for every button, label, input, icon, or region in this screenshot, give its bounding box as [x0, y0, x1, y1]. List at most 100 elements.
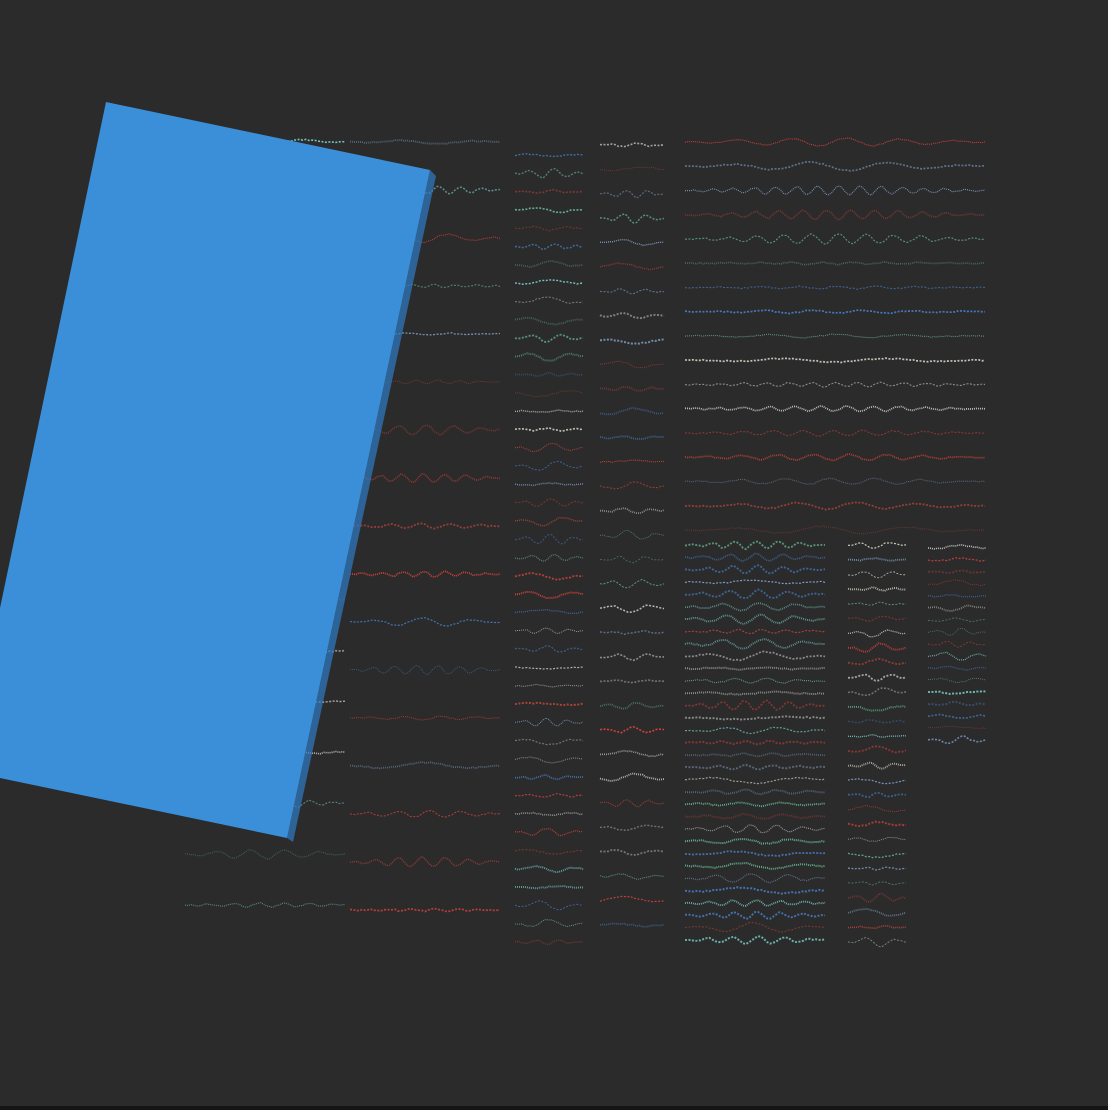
waveform-column-2 — [349, 138, 501, 913]
waveform-stroke — [514, 756, 584, 764]
waveform-stroke — [184, 189, 346, 197]
waveform-stroke — [349, 907, 501, 913]
waveform-stroke — [599, 653, 665, 662]
waveform-stroke — [847, 687, 907, 696]
waveform-stroke — [847, 586, 907, 592]
waveform-stroke — [684, 501, 986, 511]
waveform-stroke — [514, 333, 584, 343]
waveform-stroke — [514, 482, 584, 487]
waveform-stroke — [349, 570, 501, 578]
waveform-stroke — [847, 866, 907, 871]
waveform-stroke — [684, 381, 986, 388]
waveform-stroke — [184, 493, 346, 503]
waveform-stroke — [684, 453, 986, 462]
waveform-stroke — [684, 357, 986, 364]
waveform-stroke — [515, 517, 584, 527]
waveform-stroke — [847, 820, 907, 828]
waveform-stroke — [684, 525, 986, 535]
waveform-stroke — [599, 824, 665, 832]
waveform-stroke — [514, 609, 584, 615]
waveform-stroke — [684, 801, 826, 808]
waveform-stroke — [599, 312, 665, 320]
waveform-column-1 — [184, 138, 346, 909]
waveform-stroke — [514, 811, 584, 817]
waveform-stroke — [184, 749, 346, 756]
waveform-stroke — [349, 855, 501, 868]
waveform-stroke — [684, 862, 826, 870]
waveform-stroke — [184, 342, 346, 349]
waveform-stroke — [684, 666, 826, 671]
waveform-stroke — [599, 630, 665, 636]
waveform-stroke — [599, 407, 665, 416]
waveform-stroke — [599, 262, 665, 271]
waveform-stroke — [684, 160, 986, 172]
waveform-stroke — [684, 209, 986, 221]
waveform-stroke — [184, 849, 346, 860]
waveform-stroke — [927, 735, 987, 745]
waveform-stroke — [599, 873, 665, 880]
waveform-stroke — [684, 776, 826, 785]
waveform-stroke — [927, 579, 987, 586]
waveform-stroke — [847, 705, 907, 712]
waveform-stroke — [847, 657, 907, 666]
waveform-stroke — [184, 544, 346, 554]
waveform-stroke — [684, 552, 826, 562]
waveform-stroke — [684, 739, 826, 746]
waveform-stroke — [684, 763, 826, 771]
waveform-stroke — [600, 360, 665, 369]
waveform-stroke — [515, 371, 584, 378]
waveform-stroke — [185, 698, 346, 705]
waveform-stroke — [927, 713, 987, 719]
waveform-stroke — [599, 212, 665, 224]
waveform-stroke — [349, 233, 501, 243]
waveform-stroke — [514, 900, 584, 911]
waveform-stroke — [184, 646, 346, 656]
waveform-stroke — [185, 798, 346, 809]
waveform-stroke — [847, 937, 907, 948]
waveform-stroke — [684, 873, 826, 884]
waveform-stroke — [514, 409, 584, 413]
waveform-stroke — [349, 332, 501, 336]
waveform-stroke — [847, 892, 907, 904]
waveform-stroke — [184, 392, 346, 400]
waveform-stroke — [684, 850, 826, 857]
waveform-stroke — [514, 533, 584, 545]
waveform-stroke — [847, 571, 907, 579]
waveform-stroke — [514, 738, 584, 746]
waveform-stroke — [684, 260, 986, 266]
waveform-stroke — [927, 641, 987, 648]
waveform-stroke — [184, 290, 346, 299]
waveform-stroke — [514, 188, 584, 194]
waveform-stroke — [847, 908, 907, 917]
waveform-stroke — [927, 557, 987, 562]
waveform-stroke — [684, 677, 825, 684]
waveform-stroke — [514, 460, 584, 471]
waveform-stroke — [350, 185, 501, 195]
waveform-stroke — [514, 827, 584, 837]
waveform-stroke — [599, 166, 665, 172]
waveform-stroke — [927, 677, 987, 683]
waveform-stroke — [847, 761, 907, 770]
waveform-column-8 — [927, 544, 987, 745]
waveform-stroke — [514, 572, 584, 581]
waveform-stroke — [684, 540, 826, 551]
waveform-stroke — [927, 665, 987, 671]
waveform-stroke — [349, 664, 501, 676]
waveform-stroke — [599, 385, 665, 392]
waveform-stroke — [927, 651, 987, 661]
waveform-stroke — [184, 138, 346, 147]
waveform-stroke — [514, 717, 584, 727]
waveform-stroke — [514, 683, 584, 688]
waveform-stroke — [514, 666, 584, 670]
waveform-column-3 — [514, 153, 584, 946]
waveform-stroke — [599, 922, 665, 928]
waveform-stroke — [684, 137, 986, 147]
waveform-stroke — [514, 645, 583, 653]
waveform-stroke — [514, 939, 584, 946]
waveform-stroke — [599, 895, 665, 903]
waveform-stroke — [684, 699, 826, 711]
waveform-stroke — [514, 774, 584, 781]
waveform-stroke — [514, 243, 584, 251]
waveform-stroke — [599, 749, 665, 758]
